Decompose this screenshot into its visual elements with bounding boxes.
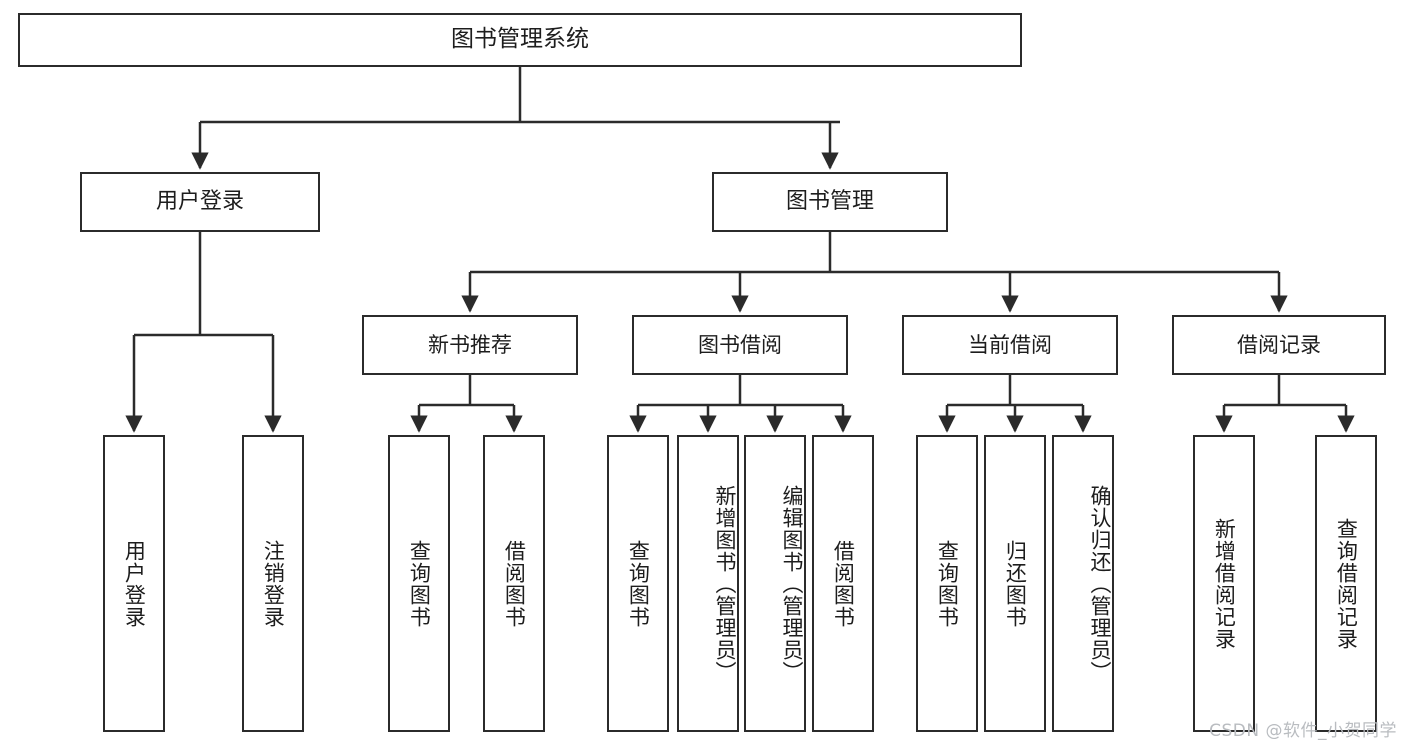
- node-root-label: 图书管理系统: [451, 26, 589, 53]
- node-book-borrow-label: 图书借阅: [698, 332, 782, 357]
- node-book-borrow[interactable]: 图书借阅: [632, 315, 848, 375]
- node-borrow-record[interactable]: 借阅记录: [1172, 315, 1386, 375]
- node-user-login-label: 用户登录: [155, 189, 244, 215]
- node-leaf-user-logout[interactable]: 注销登录: [242, 435, 304, 732]
- node-leaf-user-login-label: 用户登录: [122, 539, 147, 628]
- node-leaf-borrow-query-book[interactable]: 查询图书: [607, 435, 669, 732]
- node-book-manage[interactable]: 图书管理: [712, 172, 948, 232]
- node-leaf-rec-query-book[interactable]: 查询图书: [388, 435, 450, 732]
- node-leaf-borrow-edit-book-label: 编辑图书（管理员）: [780, 484, 804, 683]
- node-book-manage-label: 图书管理: [785, 189, 874, 215]
- csdn-watermark: CSDN @软件_小贺同学: [1209, 721, 1397, 741]
- node-leaf-cur-return-book[interactable]: 归还图书: [984, 435, 1046, 732]
- node-leaf-cur-confirm-return-label: 确认归还（管理员）: [1088, 484, 1112, 683]
- node-leaf-cur-return-book-label: 归还图书: [1003, 539, 1028, 628]
- node-new-book-rec-label: 新书推荐: [428, 332, 512, 357]
- node-leaf-cur-query-book-label: 查询图书: [935, 539, 960, 628]
- node-current-borrow-label: 当前借阅: [968, 332, 1052, 357]
- node-leaf-rec-borrow-book[interactable]: 借阅图书: [483, 435, 545, 732]
- node-leaf-borrow-add-book[interactable]: 新增图书（管理员）: [677, 435, 739, 732]
- node-leaf-rec-borrow-book-label: 借阅图书: [502, 539, 527, 628]
- node-leaf-rec-add-record-label: 新增借阅记录: [1212, 517, 1237, 650]
- node-leaf-cur-confirm-return[interactable]: 确认归还（管理员）: [1052, 435, 1114, 732]
- node-root[interactable]: 图书管理系统: [18, 13, 1022, 67]
- node-leaf-rec-add-record[interactable]: 新增借阅记录: [1193, 435, 1255, 732]
- node-leaf-rec-query-record-label: 查询借阅记录: [1334, 517, 1359, 650]
- node-leaf-borrow-lend-book-label: 借阅图书: [831, 539, 856, 628]
- node-new-book-rec[interactable]: 新书推荐: [362, 315, 578, 375]
- node-leaf-borrow-lend-book[interactable]: 借阅图书: [812, 435, 874, 732]
- node-user-login[interactable]: 用户登录: [80, 172, 320, 232]
- node-leaf-borrow-query-book-label: 查询图书: [626, 539, 651, 628]
- node-borrow-record-label: 借阅记录: [1237, 332, 1321, 357]
- node-leaf-rec-query-record[interactable]: 查询借阅记录: [1315, 435, 1377, 732]
- node-leaf-borrow-add-book-label: 新增图书（管理员）: [713, 484, 737, 683]
- node-leaf-user-logout-label: 注销登录: [261, 539, 286, 628]
- node-leaf-cur-query-book[interactable]: 查询图书: [916, 435, 978, 732]
- node-leaf-rec-query-book-label: 查询图书: [407, 539, 432, 628]
- node-leaf-borrow-edit-book[interactable]: 编辑图书（管理员）: [744, 435, 806, 732]
- node-leaf-user-login[interactable]: 用户登录: [103, 435, 165, 732]
- node-current-borrow[interactable]: 当前借阅: [902, 315, 1118, 375]
